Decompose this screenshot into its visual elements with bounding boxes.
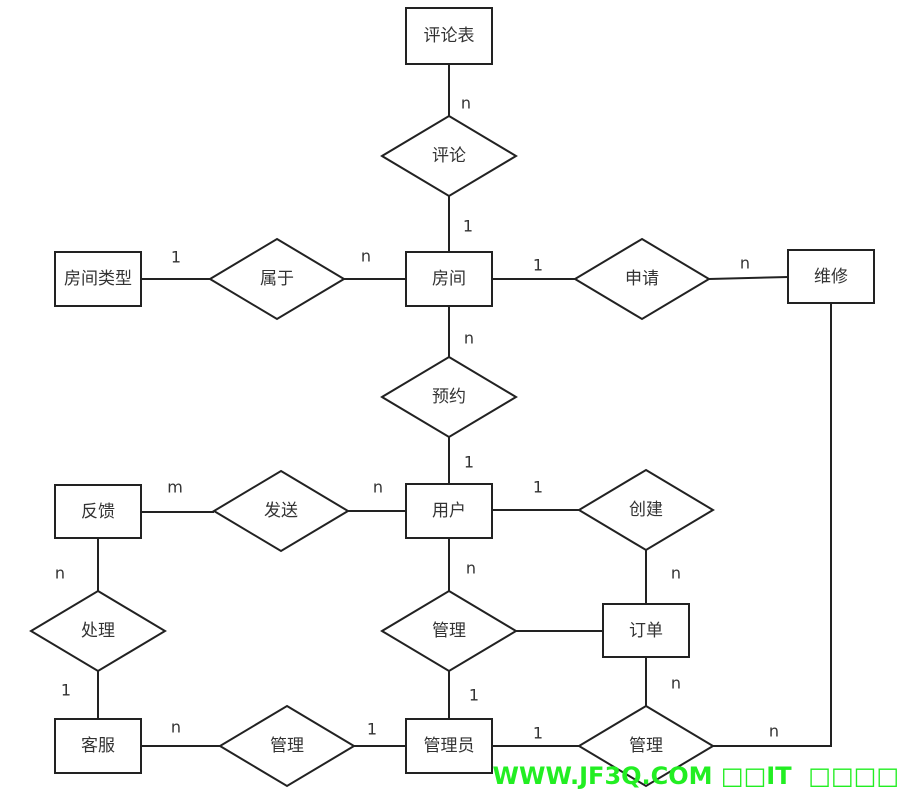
entity-label: 订单 [629,621,663,641]
cardinality: 1 [464,453,474,472]
relationship-label: 管理 [432,621,466,641]
cardinality: n [740,254,750,273]
cardinality: n [55,564,65,583]
entity-room-type[interactable]: 房间类型 [54,251,142,307]
cardinality: n [671,564,681,583]
entity-label: 评论表 [424,26,475,46]
watermark-banner: WWW.JF3Q.COM □□IT □□□□ [492,762,899,790]
entity-label: 房间类型 [64,269,132,289]
cardinality: 1 [469,686,479,705]
entity-order[interactable]: 订单 [602,603,690,658]
entity-room[interactable]: 房间 [405,251,493,307]
cardinality: 1 [533,256,543,275]
relationship-label: 申请 [625,269,659,289]
relationship-label: 管理 [270,736,304,756]
cardinality: m [167,478,183,497]
cardinality: n [461,94,471,113]
cardinality: 1 [61,681,71,700]
entity-label: 用户 [432,501,466,521]
relationship-label: 预约 [432,387,466,407]
cardinality: n [171,718,181,737]
relationship-label: 创建 [629,500,663,520]
cardinality: 1 [367,720,377,739]
relationship-label: 处理 [81,621,115,641]
cardinality: n [373,478,383,497]
entity-customer-service[interactable]: 客服 [54,718,142,774]
entity-label: 客服 [81,736,115,756]
cardinality: n [466,559,476,578]
relationship-apply[interactable]: 申请 [573,237,711,321]
entity-label: 房间 [432,269,466,289]
relationship-belongs[interactable]: 属于 [208,237,346,321]
relationship-label: 属于 [260,269,294,289]
relationship-label: 评论 [432,146,466,166]
cardinality: n [361,247,371,266]
entity-label: 管理员 [424,736,475,756]
relationship-label: 管理 [629,736,663,756]
entity-feedback[interactable]: 反馈 [54,484,142,539]
cardinality: n [464,329,474,348]
entity-admin[interactable]: 管理员 [405,718,493,774]
cardinality: 1 [463,217,473,236]
relationship-manage-cs[interactable]: 管理 [218,704,356,788]
relationship-send[interactable]: 发送 [212,469,350,553]
relationship-review[interactable]: 评论 [380,114,518,198]
relationship-manage-user[interactable]: 管理 [380,589,518,673]
relationship-handle[interactable]: 处理 [29,589,167,673]
cardinality: 1 [533,478,543,497]
cardinality: n [671,674,681,693]
relationship-manage-repair[interactable]: 管理 [577,704,715,788]
relationship-create[interactable]: 创建 [577,468,715,552]
relationship-label: 发送 [264,501,298,521]
relationship-reserve[interactable]: 预约 [380,355,518,439]
cardinality-labels: n 1 1 n 1 n n 1 m n 1 n n n 1 1 n n 1 1 … [55,94,779,743]
cardinality: 1 [171,248,181,267]
entity-user[interactable]: 用户 [405,483,493,539]
entity-label: 反馈 [81,502,115,522]
entity-review-table[interactable]: 评论表 [405,7,493,65]
cardinality: n [769,722,779,741]
entity-label: 维修 [814,267,848,287]
cardinality: 1 [533,724,543,743]
entity-repair[interactable]: 维修 [787,249,875,304]
connector-lines [97,64,832,747]
